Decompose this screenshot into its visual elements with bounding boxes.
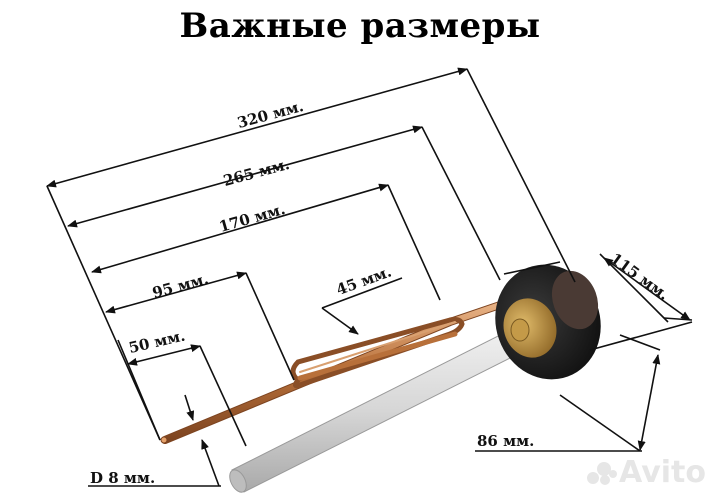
flange — [495, 264, 601, 380]
dimension-label-d8: D 8 мм. — [90, 469, 156, 487]
avito-logo-icon — [587, 461, 618, 486]
dimension-lines — [46, 67, 693, 487]
page-title: Важные размеры — [179, 6, 541, 46]
avito-watermark: Avito — [587, 455, 706, 490]
copper-heating-tube — [160, 301, 504, 444]
watermark-text: Avito — [619, 455, 706, 490]
dimension-label-86: 86 мм. — [477, 432, 535, 450]
